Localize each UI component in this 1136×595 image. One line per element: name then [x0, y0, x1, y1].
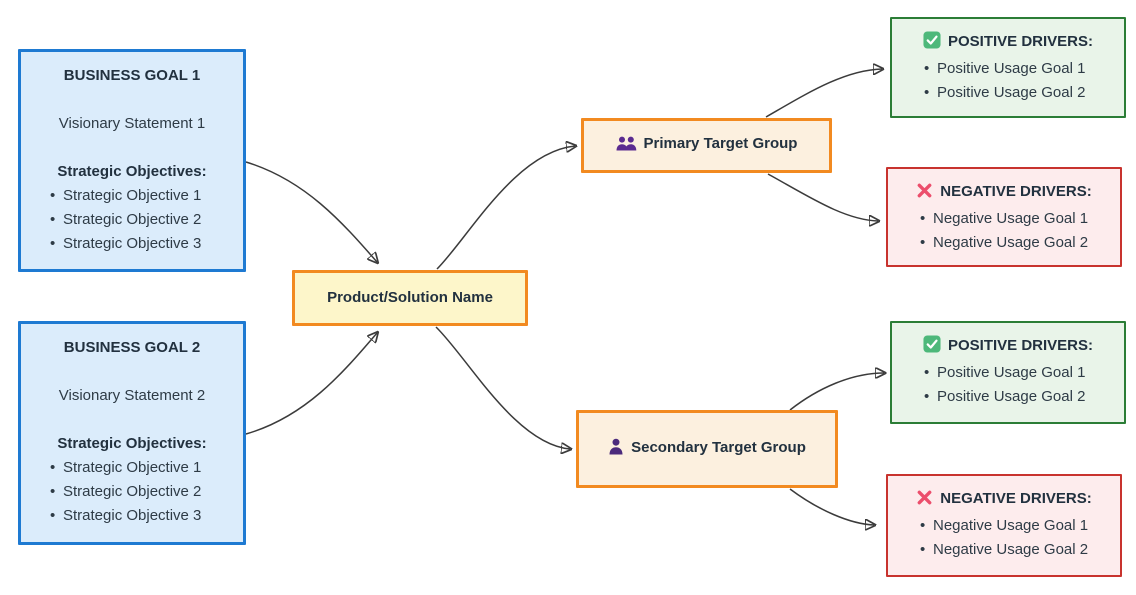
drivers-heading-text: NEGATIVE DRIVERS:	[940, 183, 1092, 200]
secondary-negative-drivers-node: NEGATIVE DRIVERS: Negative Usage Goal 1 …	[886, 474, 1122, 577]
secondary-positive-drivers-node: POSITIVE DRIVERS: Positive Usage Goal 1 …	[890, 321, 1126, 424]
target-label: Secondary Target Group	[608, 436, 806, 463]
drivers-heading-text: NEGATIVE DRIVERS:	[940, 490, 1092, 507]
list-item: Negative Usage Goal 1	[920, 207, 1112, 231]
list-item: Strategic Objective 3	[50, 504, 233, 528]
list-item: Positive Usage Goal 1	[924, 361, 1116, 385]
drivers-list: Positive Usage Goal 1 Positive Usage Goa…	[900, 57, 1116, 105]
primary-target-group-node: Primary Target Group	[581, 118, 832, 173]
person-icon	[608, 438, 624, 463]
list-item: Positive Usage Goal 2	[924, 81, 1116, 105]
check-icon	[923, 31, 941, 57]
list-item: Positive Usage Goal 2	[924, 385, 1116, 409]
business-goal-1-node: BUSINESS GOAL 1 Visionary Statement 1 St…	[18, 49, 246, 272]
cross-icon	[916, 489, 933, 514]
people-icon	[616, 135, 637, 159]
edge-product-primary	[436, 146, 575, 270]
drivers-heading: NEGATIVE DRIVERS:	[896, 487, 1112, 514]
blank-line	[31, 136, 233, 160]
drivers-heading: NEGATIVE DRIVERS:	[896, 180, 1112, 207]
drivers-list: Positive Usage Goal 1 Positive Usage Goa…	[900, 361, 1116, 409]
list-item: Positive Usage Goal 1	[924, 57, 1116, 81]
vision-statement: Visionary Statement 2	[58, 387, 206, 404]
node-title: Product/Solution Name	[327, 289, 493, 306]
list-item: Strategic Objective 2	[50, 208, 233, 232]
product-solution-node: Product/Solution Name	[292, 270, 528, 326]
primary-positive-drivers-node: POSITIVE DRIVERS: Positive Usage Goal 1 …	[890, 17, 1126, 118]
edge-primary-negative	[767, 173, 878, 221]
list-item: Negative Usage Goal 2	[920, 231, 1112, 255]
blank-line	[31, 360, 233, 384]
business-goal-2-node: BUSINESS GOAL 2 Visionary Statement 2 St…	[18, 321, 246, 545]
objectives-heading: Strategic Objectives:	[57, 435, 207, 452]
edge-goal2-product	[245, 333, 377, 435]
drivers-list: Negative Usage Goal 1 Negative Usage Goa…	[896, 207, 1112, 255]
list-item: Strategic Objective 2	[50, 480, 233, 504]
node-title: BUSINESS GOAL 1	[63, 67, 201, 84]
target-label: Primary Target Group	[616, 132, 798, 159]
vision-statement: Visionary Statement 1	[58, 115, 206, 132]
drivers-heading: POSITIVE DRIVERS:	[900, 30, 1116, 57]
edge-primary-positive	[765, 69, 882, 118]
blank-line	[31, 408, 233, 432]
drivers-heading-text: POSITIVE DRIVERS:	[947, 33, 1094, 50]
objectives-list: Strategic Objective 1 Strategic Objectiv…	[31, 184, 233, 256]
drivers-list: Negative Usage Goal 1 Negative Usage Goa…	[896, 514, 1112, 562]
list-item: Strategic Objective 3	[50, 232, 233, 256]
secondary-target-group-node: Secondary Target Group	[576, 410, 838, 488]
node-title: Primary Target Group	[643, 135, 798, 152]
drivers-heading: POSITIVE DRIVERS:	[900, 334, 1116, 361]
edge-goal1-product	[245, 161, 377, 262]
cross-icon	[916, 182, 933, 207]
edge-secondary-positive	[789, 373, 884, 411]
list-item: Negative Usage Goal 1	[920, 514, 1112, 538]
objectives-list: Strategic Objective 1 Strategic Objectiv…	[31, 456, 233, 528]
node-title: BUSINESS GOAL 2	[63, 339, 201, 356]
list-item: Negative Usage Goal 2	[920, 538, 1112, 562]
check-icon	[923, 335, 941, 361]
primary-negative-drivers-node: NEGATIVE DRIVERS: Negative Usage Goal 1 …	[886, 167, 1122, 267]
list-item: Strategic Objective 1	[50, 456, 233, 480]
drivers-heading-text: POSITIVE DRIVERS:	[947, 337, 1094, 354]
node-title: Secondary Target Group	[631, 438, 806, 456]
blank-line	[31, 88, 233, 112]
objectives-heading: Strategic Objectives:	[57, 163, 207, 180]
edge-product-secondary	[435, 326, 570, 449]
list-item: Strategic Objective 1	[50, 184, 233, 208]
edge-secondary-negative	[789, 488, 874, 525]
